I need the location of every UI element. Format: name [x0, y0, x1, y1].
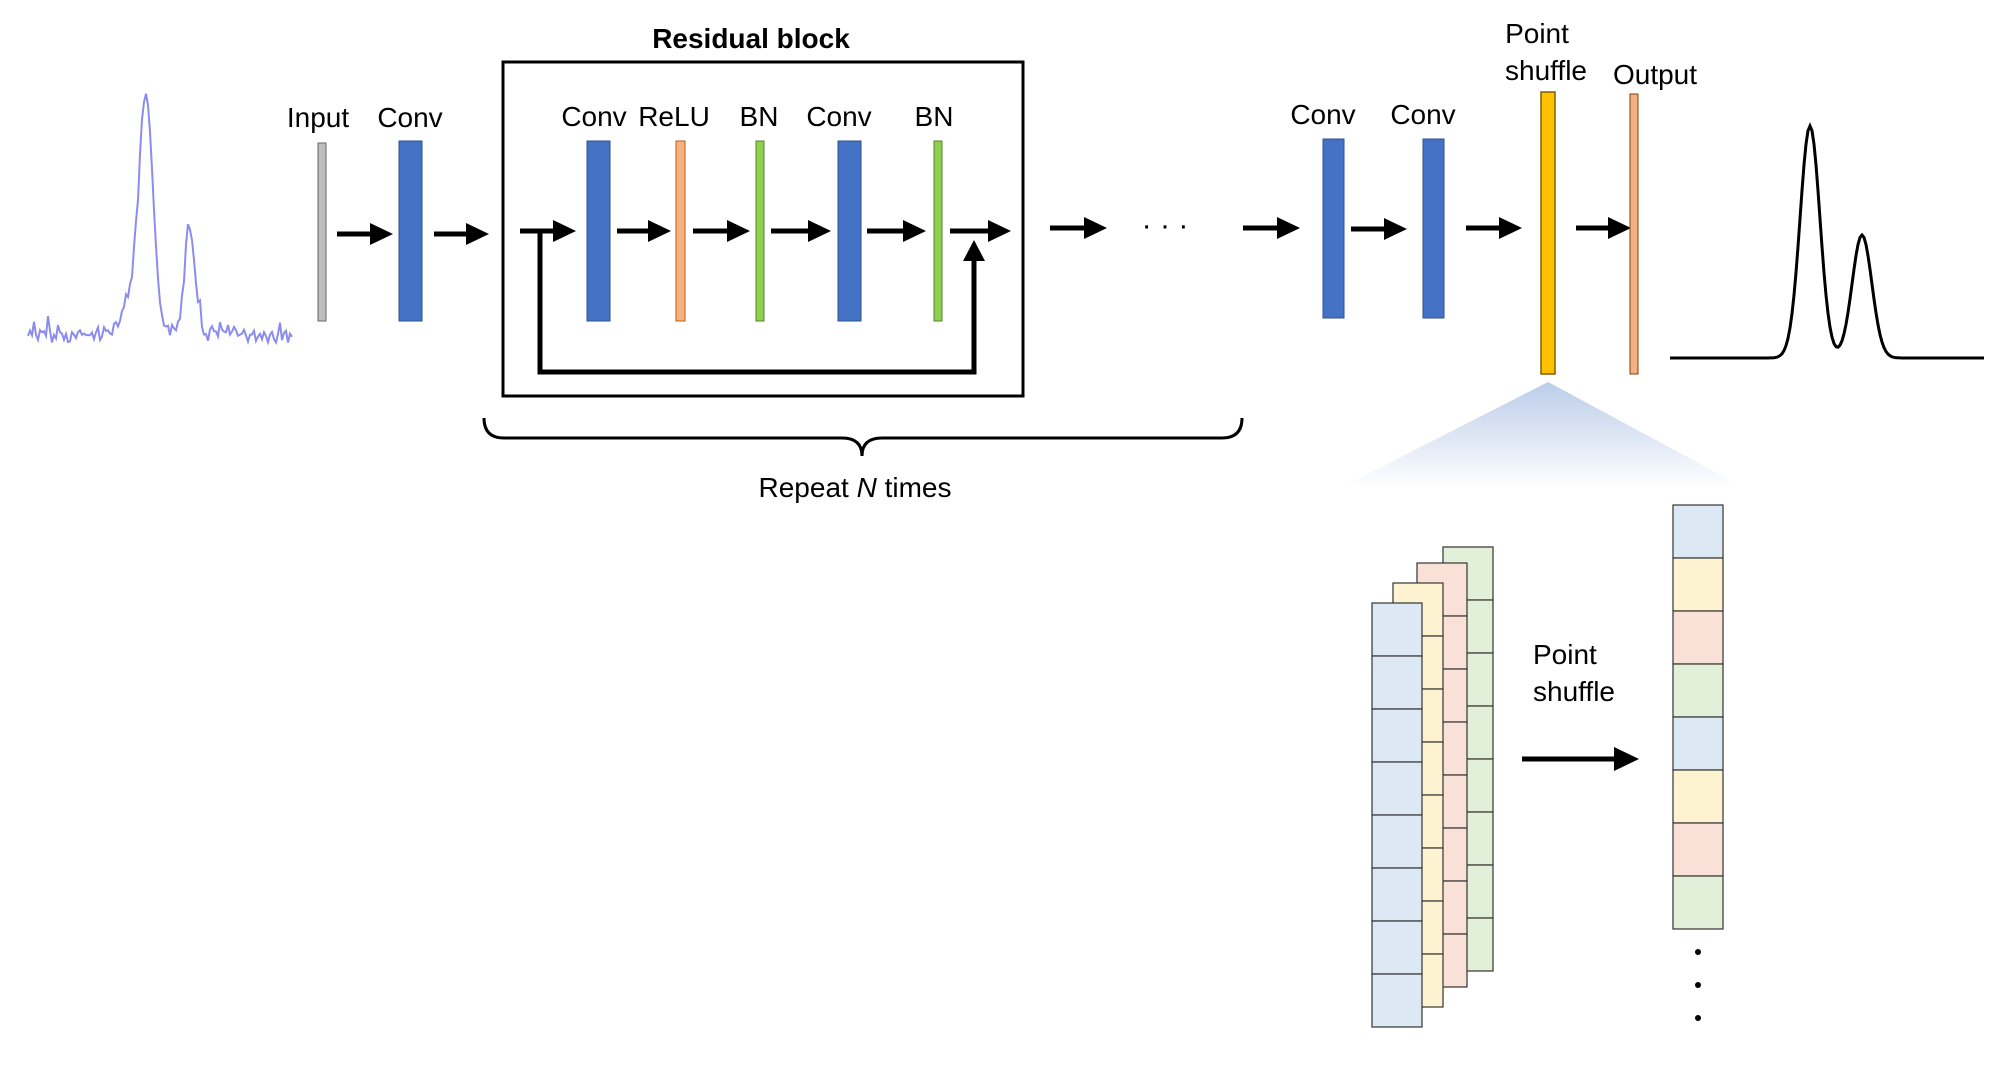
conv-layer-2	[1322, 138, 1345, 319]
rb-arrow-4	[771, 220, 831, 242]
output-column-cell	[1672, 557, 1724, 612]
rb-arrow-1	[520, 220, 576, 242]
rb-relu-layer	[675, 140, 686, 322]
rb-bn-layer-2	[933, 140, 943, 322]
conv-label-1: Conv	[377, 102, 442, 133]
vertical-dot-2	[1695, 982, 1701, 988]
rb-arrow-6	[950, 220, 1011, 242]
output-column-cell	[1672, 769, 1724, 824]
repeat-label: Repeat N times	[759, 472, 952, 503]
feature-map-cell	[1371, 655, 1423, 710]
arrow-ellipsis-conv	[1243, 217, 1300, 239]
feature-map-cell	[1371, 708, 1423, 763]
feature-map-cell	[1371, 973, 1423, 1028]
arrow-conv2-conv3	[1351, 218, 1407, 240]
rb-arrow-5	[867, 220, 926, 242]
feature-map-cell	[1371, 602, 1423, 657]
output-column-cell	[1672, 610, 1724, 665]
vertical-dot-1	[1695, 949, 1701, 955]
input-signal-plot	[27, 93, 293, 346]
shuffled-output-column	[1672, 504, 1724, 930]
feature-map-blue	[1371, 602, 1423, 1028]
detail-shuffle-arrow	[1522, 747, 1639, 771]
conv-label-3: Conv	[1390, 99, 1455, 130]
rb-arrow-2	[617, 220, 671, 242]
output-label: Output	[1613, 59, 1697, 90]
ellipsis: · · ·	[1142, 209, 1189, 242]
feature-map-cell	[1371, 920, 1423, 975]
input-label: Input	[287, 102, 349, 133]
feature-map-cell	[1371, 814, 1423, 869]
rb-bn-layer-1	[755, 140, 765, 322]
arrow-conv3-shuffle	[1466, 217, 1522, 239]
output-column-cell	[1672, 822, 1724, 877]
output-column-cell	[1672, 504, 1724, 559]
conv-layer-3	[1422, 138, 1445, 319]
rb-bn-label-1: BN	[740, 101, 779, 132]
stacked-feature-maps	[1371, 546, 1494, 1028]
output-column-cell	[1672, 716, 1724, 771]
vertical-dot-3	[1695, 1015, 1701, 1021]
feature-map-cell	[1371, 761, 1423, 816]
rb-bn-label-2: BN	[915, 101, 954, 132]
detail-fan	[1340, 382, 1745, 488]
repeat-brace	[482, 417, 1244, 457]
rb-conv-layer-1	[586, 140, 611, 322]
output-column-cell	[1672, 663, 1724, 718]
arrow-input-conv	[337, 223, 393, 245]
arrow-block-ellipsis	[1050, 217, 1107, 239]
residual-block-frame	[501, 60, 1025, 398]
input-layer	[317, 142, 327, 322]
arrow-shuffle-output	[1576, 217, 1631, 239]
rb-relu-label: ReLU	[638, 101, 710, 132]
rb-conv-layer-2	[837, 140, 862, 322]
output-column-cell	[1672, 875, 1724, 930]
rb-conv-label-1: Conv	[561, 101, 626, 132]
point-shuffle-layer	[1540, 91, 1556, 375]
residual-block-title: Residual block	[652, 23, 850, 54]
output-signal-plot	[1670, 122, 1984, 360]
feature-map-cell	[1371, 867, 1423, 922]
skip-connection	[537, 231, 985, 375]
rb-arrow-3	[693, 220, 750, 242]
conv-layer-1	[398, 140, 423, 322]
arrow-conv-block	[434, 223, 489, 245]
conv-label-2: Conv	[1290, 99, 1355, 130]
output-layer	[1629, 93, 1639, 375]
rb-conv-label-2: Conv	[806, 101, 871, 132]
